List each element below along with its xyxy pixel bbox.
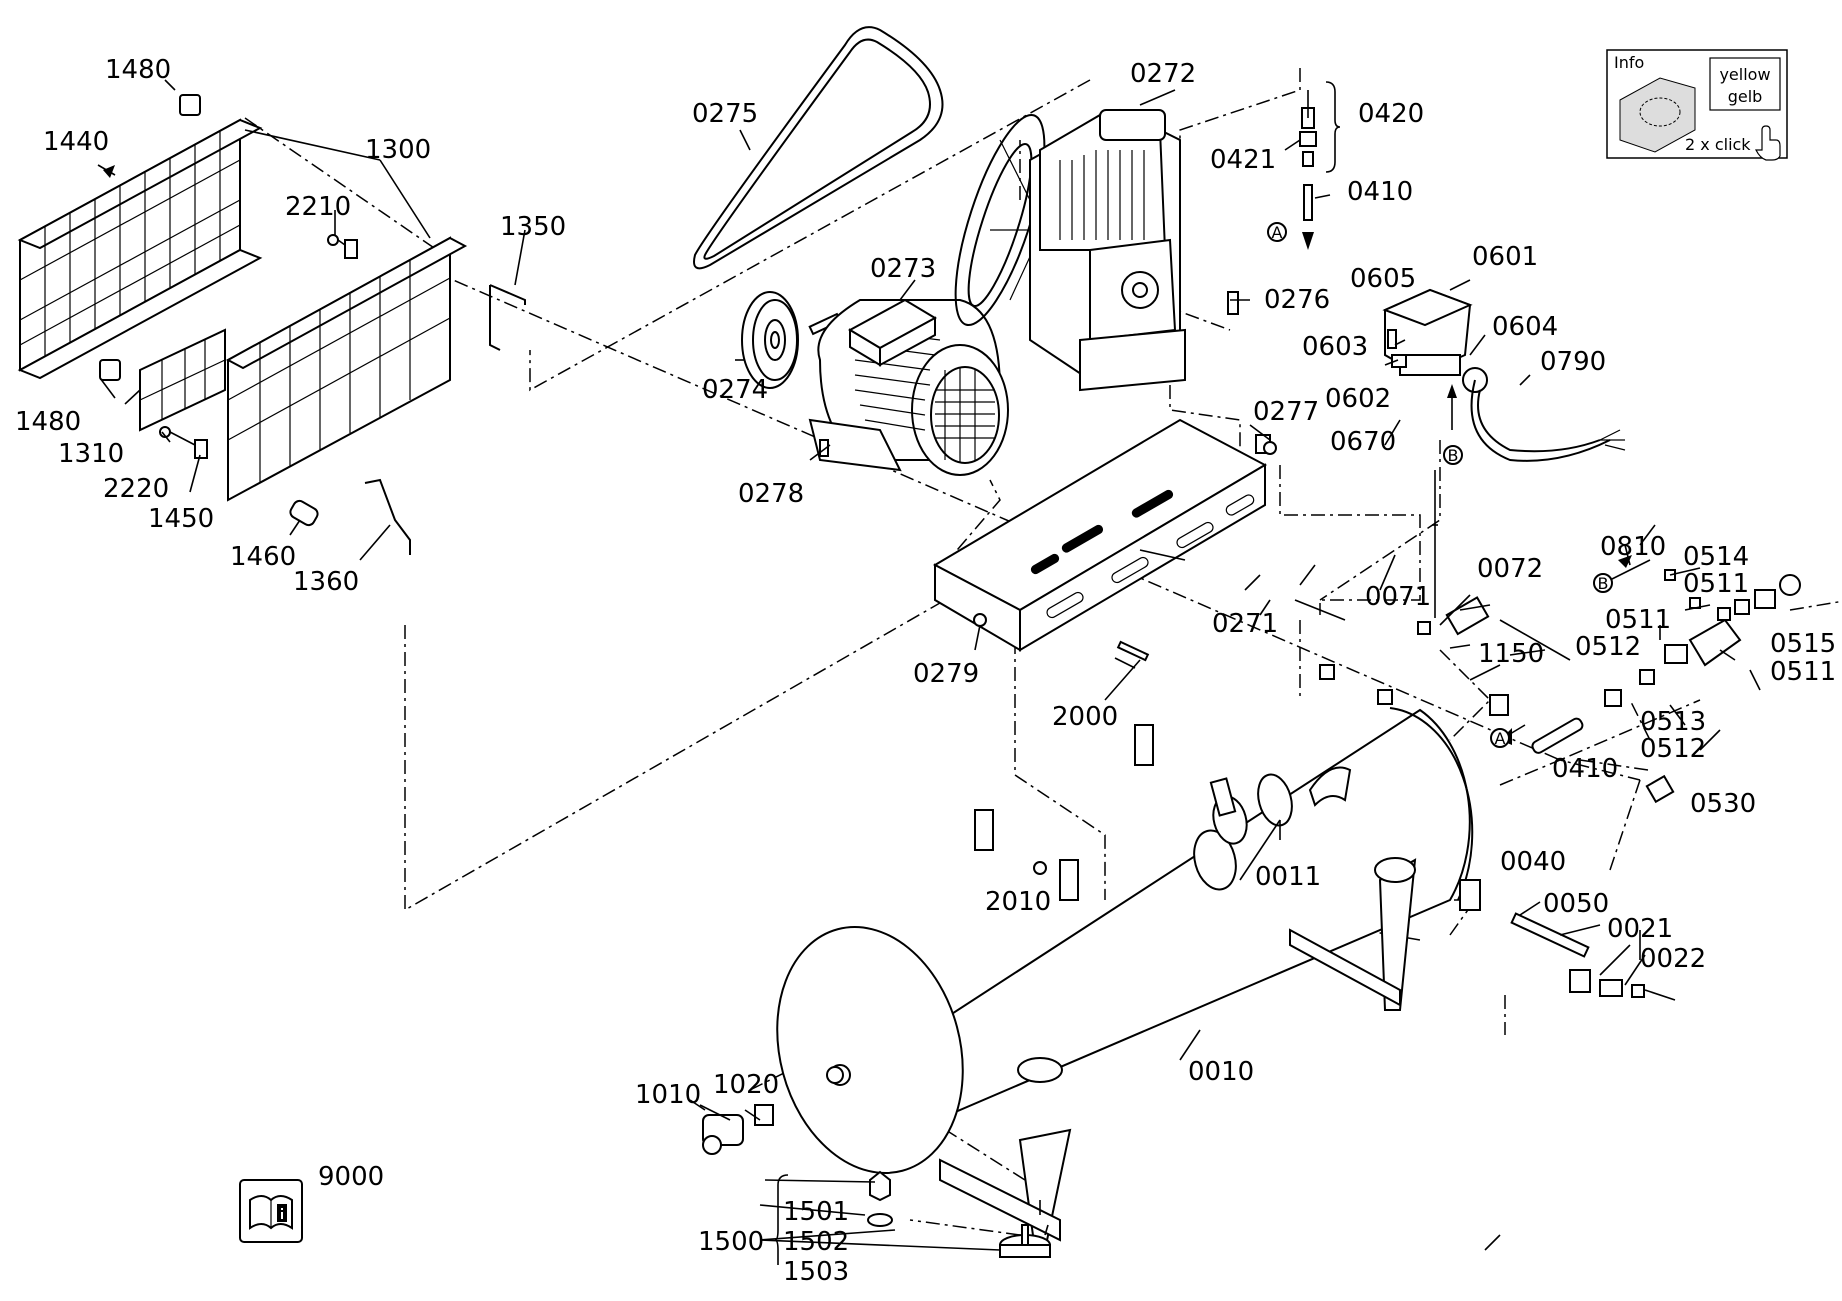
label-2220: 2220: [103, 474, 169, 504]
belt-guard-grille: [17, 118, 468, 502]
label-9000: 9000: [318, 1162, 384, 1192]
color-swatch-label: [1709, 57, 1781, 111]
label-1300: 1300: [365, 135, 431, 165]
label-2000: 2000: [1052, 702, 1118, 732]
label-0514: 0514: [1683, 542, 1749, 572]
label-0512-bottom: 0512: [1640, 734, 1706, 764]
label-0010: 0010: [1188, 1057, 1254, 1087]
label-0277: 0277: [1253, 397, 1319, 427]
label-1480-top: 1480: [105, 55, 171, 85]
label-0515: 0515: [1770, 629, 1836, 659]
label-0071: 0071: [1365, 582, 1431, 612]
label-0530: 0530: [1690, 789, 1756, 819]
label-0410-bottom: 0410: [1552, 754, 1618, 784]
label-0273: 0273: [870, 254, 936, 284]
info-box[interactable]: Info yellow gelb 2 x click: [1606, 49, 1788, 161]
label-1360: 1360: [293, 567, 359, 597]
label-1450: 1450: [148, 504, 214, 534]
label-0272: 0272: [1130, 59, 1196, 89]
label-0810: 0810: [1600, 532, 1666, 562]
label-0050: 0050: [1543, 889, 1609, 919]
label-0278: 0278: [738, 479, 804, 509]
manual-info-icon: [239, 1179, 303, 1243]
marker-a-top: [1267, 222, 1287, 242]
label-0420: 0420: [1358, 99, 1424, 129]
label-0279: 0279: [913, 659, 979, 689]
label-1150: 1150: [1478, 639, 1544, 669]
marker-b-right: [1593, 573, 1613, 593]
label-0276: 0276: [1264, 285, 1330, 315]
air-tank: [776, 664, 1474, 1251]
marker-b-switch: [1443, 445, 1463, 465]
label-0605: 0605: [1350, 264, 1416, 294]
reference-markers: A B B A: [1267, 222, 1613, 748]
label-0011: 0011: [1255, 862, 1321, 892]
label-1460: 1460: [230, 542, 296, 572]
info-title: Info: [1614, 53, 1644, 72]
label-0511-mid: 0511: [1605, 605, 1671, 635]
label-0603: 0603: [1302, 332, 1368, 362]
label-0512-top: 0512: [1575, 632, 1641, 662]
v-belt: [693, 26, 944, 270]
label-1010: 1010: [635, 1080, 701, 1110]
label-0670: 0670: [1330, 427, 1396, 457]
label-2010: 2010: [985, 887, 1051, 917]
label-0604: 0604: [1492, 312, 1558, 342]
label-1310: 1310: [58, 439, 124, 469]
marker-a-right: [1490, 728, 1510, 748]
label-0271: 0271: [1212, 609, 1278, 639]
label-2210: 2210: [285, 192, 351, 222]
leader-lines: [97, 79, 1761, 1265]
label-0274: 0274: [702, 375, 768, 405]
label-0511-top: 0511: [1683, 569, 1749, 599]
label-0410-top: 0410: [1347, 177, 1413, 207]
info-color-en: yellow: [1719, 65, 1770, 84]
part-labels: 1480 1440 1300 2210 1350 1480 1310 2220 …: [15, 55, 1836, 1287]
info-hint: 2 x click: [1685, 135, 1751, 154]
label-1480-bottom: 1480: [15, 407, 81, 437]
svg-text:A: A: [1495, 729, 1506, 748]
svg-text:B: B: [1448, 446, 1459, 465]
pointing-hand-icon: [1755, 125, 1781, 161]
label-0602: 0602: [1325, 384, 1391, 414]
label-1020: 1020: [713, 1070, 779, 1100]
label-1500: 1500: [698, 1227, 764, 1257]
label-1502: 1502: [783, 1227, 849, 1257]
grille-fasteners: [99, 94, 526, 555]
label-1503: 1503: [783, 1257, 849, 1287]
drain-and-feet: [699, 1066, 1051, 1258]
info-color-de: gelb: [1728, 87, 1763, 106]
label-0601: 0601: [1472, 242, 1538, 272]
label-0021: 0021: [1607, 914, 1673, 944]
label-0040: 0040: [1500, 847, 1566, 877]
svg-text:B: B: [1598, 574, 1609, 593]
label-0421: 0421: [1210, 145, 1276, 175]
label-0275: 0275: [692, 99, 758, 129]
pressure-switch-assembly: [1382, 288, 1626, 462]
svg-text:A: A: [1272, 223, 1283, 242]
label-0790: 0790: [1540, 347, 1606, 377]
label-1501: 1501: [783, 1197, 849, 1227]
label-0072: 0072: [1477, 554, 1543, 584]
label-1350: 1350: [500, 212, 566, 242]
motor-assembly: [741, 291, 1009, 476]
label-0513: 0513: [1640, 707, 1706, 737]
mounting-plate: [932, 418, 1277, 669]
label-1440: 1440: [43, 127, 109, 157]
compressor-pump: [954, 108, 1186, 392]
label-0022: 0022: [1640, 944, 1706, 974]
label-0511-bottom: 0511: [1770, 657, 1836, 687]
